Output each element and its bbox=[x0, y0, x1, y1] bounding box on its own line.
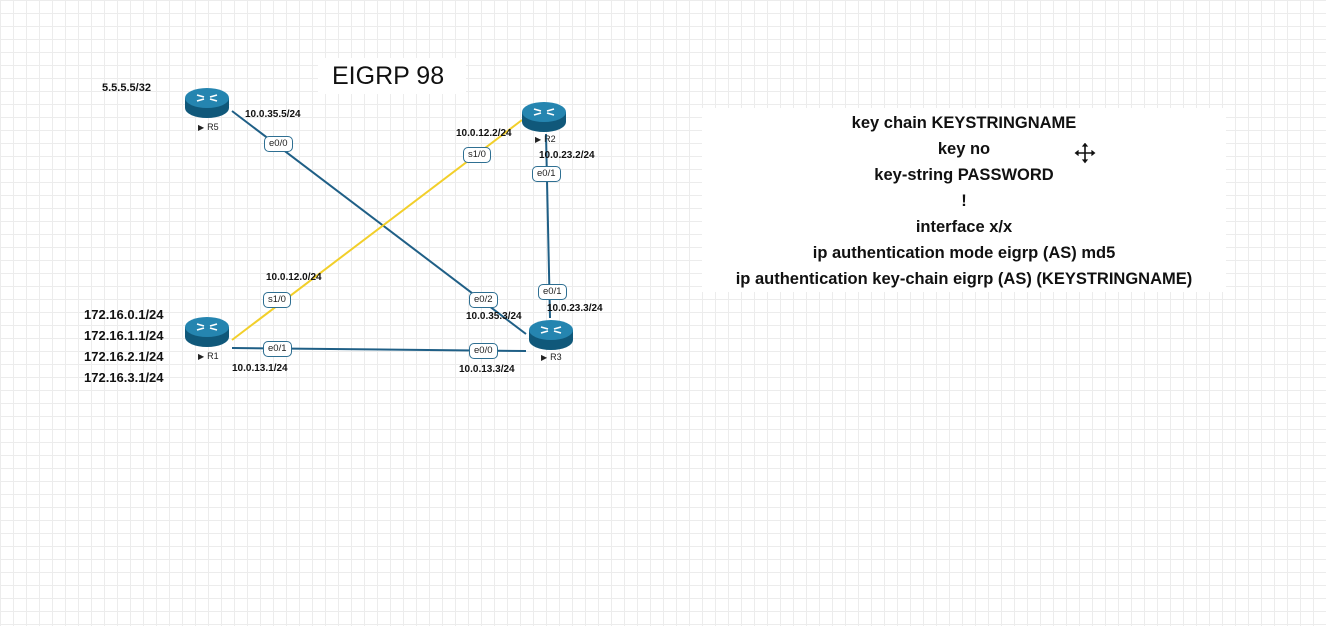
router-r1-label: ▶R1 bbox=[198, 351, 219, 361]
move-cursor-icon bbox=[1073, 141, 1097, 165]
diagram-title: EIGRP 98 bbox=[332, 62, 445, 90]
config-note-box[interactable] bbox=[702, 108, 1226, 292]
router-icon bbox=[529, 320, 573, 350]
iface-r1-s1-0[interactable]: s1/0 bbox=[263, 292, 291, 308]
config-line-key-string: key-string PASSWORD bbox=[874, 166, 1054, 184]
addr-r1-r3-r3: 10.0.13.3/24 bbox=[459, 364, 515, 375]
addr-r1-r3-r1: 10.0.13.1/24 bbox=[232, 363, 288, 374]
addr-r1-r2-r1: 10.0.12.0/24 bbox=[266, 272, 322, 283]
router-r2-label: ▶R2 bbox=[535, 134, 556, 144]
router-icon bbox=[522, 102, 566, 132]
r1-loopback-2: 172.16.2.1/24 bbox=[84, 349, 164, 364]
iface-r1-e0-1[interactable]: e0/1 bbox=[263, 341, 292, 357]
iface-r5-e0-0[interactable]: e0/0 bbox=[264, 136, 293, 152]
router-r1[interactable] bbox=[183, 315, 231, 351]
config-line-auth-keychain: ip authentication key-chain eigrp (AS) (… bbox=[735, 270, 1193, 288]
config-line-key-chain: key chain KEYSTRINGNAME bbox=[851, 114, 1077, 132]
iface-r3-e0-2[interactable]: e0/2 bbox=[469, 292, 498, 308]
addr-r2-r3-r2: 10.0.23.2/24 bbox=[539, 150, 595, 161]
iface-r2-s1-0[interactable]: s1/0 bbox=[463, 147, 491, 163]
config-line-interface: interface x/x bbox=[915, 218, 1013, 236]
title-box bbox=[318, 58, 466, 94]
config-note: key chain KEYSTRINGNAME key no key-strin… bbox=[702, 112, 1226, 294]
iface-r3-e0-1[interactable]: e0/1 bbox=[538, 284, 567, 300]
addr-r5-r3-r5: 10.0.35.5/24 bbox=[245, 109, 301, 120]
iface-r2-e0-1[interactable]: e0/1 bbox=[532, 166, 561, 182]
r1-loopback-3: 172.16.3.1/24 bbox=[84, 370, 164, 385]
router-icon bbox=[185, 317, 229, 347]
router-icon bbox=[185, 88, 229, 118]
router-r3-label: ▶R3 bbox=[541, 352, 562, 362]
config-line-auth-mode: ip authentication mode eigrp (AS) md5 bbox=[812, 244, 1116, 262]
config-line-separator: ! bbox=[961, 192, 967, 210]
r1-loopback-0: 172.16.0.1/24 bbox=[84, 307, 164, 322]
router-r3[interactable] bbox=[527, 318, 575, 354]
addr-r5-r3-r3: 10.0.35.3/24 bbox=[466, 311, 522, 322]
addr-r1-r2-r2: 10.0.12.2/24 bbox=[456, 128, 512, 139]
router-r2[interactable] bbox=[520, 100, 568, 136]
router-r5[interactable] bbox=[183, 86, 231, 122]
config-line-key-no: key no bbox=[937, 140, 991, 158]
addr-r2-r3-r3: 10.0.23.3/24 bbox=[547, 303, 603, 314]
iface-r3-e0-0[interactable]: e0/0 bbox=[469, 343, 498, 359]
r5-loopback: 5.5.5.5/32 bbox=[102, 82, 151, 94]
r1-loopback-1: 172.16.1.1/24 bbox=[84, 328, 164, 343]
router-r5-label: ▶R5 bbox=[198, 122, 219, 132]
